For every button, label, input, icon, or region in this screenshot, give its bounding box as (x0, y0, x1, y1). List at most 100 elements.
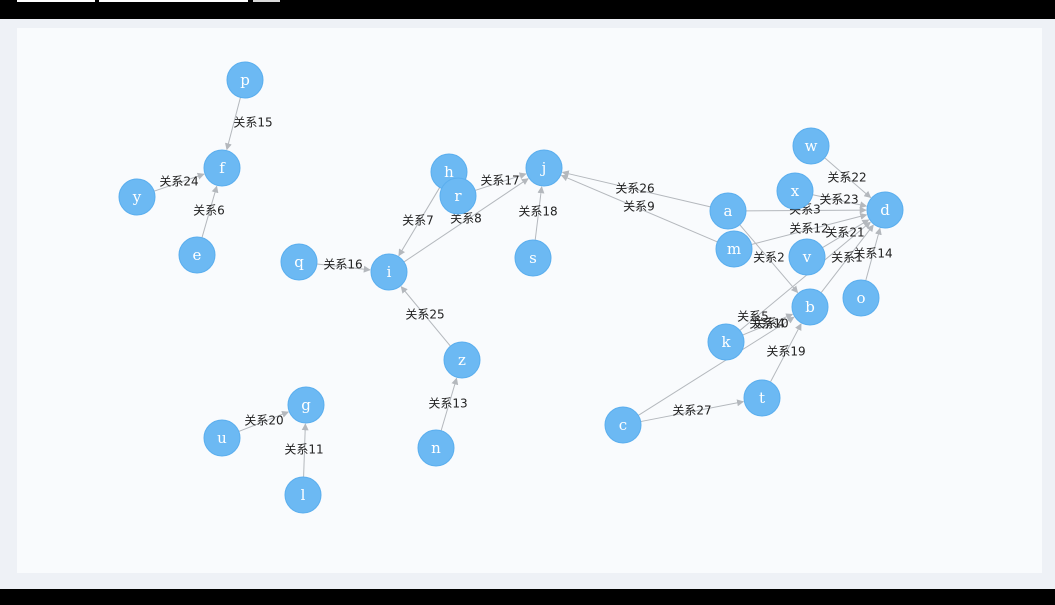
node-circle-l[interactable] (284, 476, 322, 514)
edge-c-t[interactable] (640, 399, 745, 423)
edge-label-e-f: 关系6 (193, 204, 225, 218)
node-w[interactable]: w (792, 127, 830, 165)
edge-s-j[interactable] (534, 186, 545, 241)
edge-q-i[interactable] (316, 263, 371, 273)
node-circle-m[interactable] (715, 230, 753, 268)
edge-m-j[interactable] (560, 174, 718, 243)
edge-k-b[interactable] (742, 313, 794, 336)
edge-x-d[interactable] (812, 194, 868, 209)
edge-n-z[interactable] (440, 377, 459, 431)
node-label-k: k (721, 333, 731, 351)
node-g[interactable]: g (287, 386, 325, 424)
edge-a-j[interactable] (561, 170, 711, 208)
node-u[interactable]: u (203, 419, 241, 457)
node-label-g: g (301, 396, 311, 414)
node-circle-n[interactable] (417, 429, 455, 467)
edge-label-o-d: 关系14 (853, 247, 892, 261)
node-circle-g[interactable] (287, 386, 325, 424)
node-p[interactable]: p (226, 61, 264, 99)
node-label-u: u (217, 429, 227, 447)
node-circle-c[interactable] (604, 406, 642, 444)
toolbar-button[interactable] (253, 0, 280, 2)
edge-k-d[interactable] (739, 221, 871, 331)
node-circle-d[interactable] (866, 191, 904, 229)
node-circle-r[interactable] (439, 177, 477, 215)
node-circle-v[interactable] (788, 238, 826, 276)
node-circle-a[interactable] (709, 192, 747, 230)
node-b[interactable]: b (791, 288, 829, 326)
edge-p-f[interactable] (225, 97, 241, 151)
node-k[interactable]: k (707, 323, 745, 361)
node-i[interactable]: i (370, 253, 408, 291)
toolbar-search-input[interactable] (99, 0, 248, 2)
node-circle-p[interactable] (226, 61, 264, 99)
node-label-c: c (619, 416, 627, 434)
node-circle-j[interactable] (525, 149, 563, 187)
node-label-o: o (856, 289, 865, 307)
node-label-i: i (387, 263, 392, 281)
node-circle-i[interactable] (370, 253, 408, 291)
node-circle-w[interactable] (792, 127, 830, 165)
node-l[interactable]: l (284, 476, 322, 514)
edge-b-d[interactable] (820, 224, 874, 294)
node-m[interactable]: m (715, 230, 753, 268)
node-circle-u[interactable] (203, 419, 241, 457)
edge-z-i[interactable] (400, 286, 451, 347)
edge-l-g[interactable] (301, 423, 309, 478)
edge-a-d[interactable] (745, 206, 867, 214)
edge-v-d[interactable] (822, 219, 870, 249)
node-e[interactable]: e (178, 236, 216, 274)
node-label-e: e (193, 246, 202, 264)
node-r[interactable]: r (439, 177, 477, 215)
node-q[interactable]: q (280, 243, 318, 281)
node-j[interactable]: j (525, 149, 563, 187)
node-circle-s[interactable] (514, 239, 552, 277)
node-circle-f[interactable] (203, 149, 241, 187)
edge-w-d[interactable] (824, 157, 872, 199)
node-label-z: z (458, 351, 466, 369)
node-d[interactable]: d (866, 191, 904, 229)
node-circle-b[interactable] (791, 288, 829, 326)
edge-a-b[interactable] (739, 224, 799, 294)
edge-e-f[interactable] (201, 185, 219, 238)
node-label-v: v (802, 248, 812, 266)
edge-o-d[interactable] (865, 227, 882, 281)
node-a[interactable]: a (709, 192, 747, 230)
node-label-l: l (301, 486, 306, 504)
node-circle-q[interactable] (280, 243, 318, 281)
node-c[interactable]: c (604, 406, 642, 444)
node-circle-z[interactable] (443, 341, 481, 379)
node-circle-o[interactable] (842, 279, 880, 317)
edge-t-b[interactable] (769, 323, 802, 383)
edge-label-k-d: 关系5 (737, 310, 769, 324)
node-f[interactable]: f (203, 149, 241, 187)
node-z[interactable]: z (443, 341, 481, 379)
edge-u-g[interactable] (238, 410, 289, 432)
node-o[interactable]: o (842, 279, 880, 317)
node-n[interactable]: n (417, 429, 455, 467)
edge-m-d[interactable] (751, 212, 868, 245)
edge-i-j[interactable] (403, 178, 529, 263)
toolbar-input[interactable] (17, 0, 95, 2)
edge-c-b[interactable] (637, 316, 795, 416)
node-circle-x[interactable] (776, 172, 814, 210)
edge-y-f[interactable] (153, 172, 205, 192)
node-label-f: f (219, 159, 226, 177)
node-x[interactable]: x (776, 172, 814, 210)
edge-label-m-j: 关系9 (623, 200, 655, 214)
edge-h-i[interactable] (398, 187, 441, 257)
node-circle-e[interactable] (178, 236, 216, 274)
edge-label-v-d: 关系21 (825, 226, 864, 240)
node-circle-k[interactable] (707, 323, 745, 361)
edge-r-j[interactable] (474, 172, 527, 191)
node-s[interactable]: s (514, 239, 552, 277)
node-v[interactable]: v (788, 238, 826, 276)
node-t[interactable]: t (743, 379, 781, 417)
node-circle-t[interactable] (743, 379, 781, 417)
node-y[interactable]: y (118, 178, 156, 216)
node-circle-y[interactable] (118, 178, 156, 216)
edge-label-i-j: 关系8 (450, 212, 482, 226)
